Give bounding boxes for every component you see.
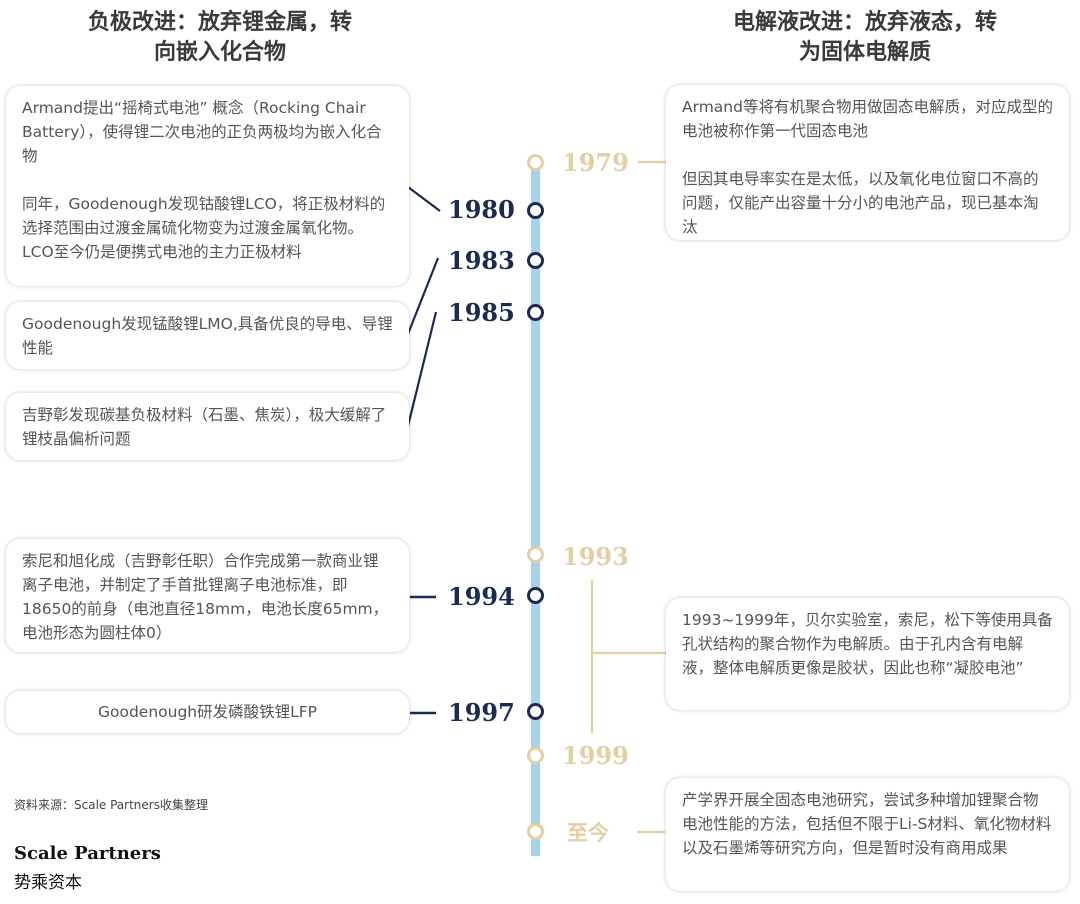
- card-now-solid-state: 产学界开展全固态电池研究，尝试多种增加锂聚合物电池性能的方法，包括但不限于Li-…: [666, 778, 1069, 891]
- year-1997: 1997: [448, 698, 515, 727]
- card-1997-lfp: Goodenough研发磷酸铁锂LFP: [6, 691, 409, 733]
- right-header-line-1: 电解液改进：放弃液态，转: [732, 10, 997, 35]
- card-1985-text: 吉野彰发现碳基负极材料（石墨、焦炭），极大缓解了锂枝晶偏析问题: [22, 406, 387, 448]
- card-1980-paragraph-1: Armand提出“摇椅式电池” 概念（Rocking Chair Battery…: [22, 99, 382, 165]
- left-header-line-2: 向嵌入化合物: [153, 40, 286, 65]
- right-column-header: 电解液改进：放弃液态，转 为固体电解质: [665, 8, 1065, 68]
- year-1985: 1985: [448, 298, 515, 327]
- year-1994: 1994: [448, 582, 515, 611]
- connector-1983: [406, 257, 440, 335]
- left-header-line-1: 负极改进：放弃锂金属，转: [87, 10, 352, 35]
- year-now: 至今: [567, 821, 609, 845]
- node-1979: [527, 154, 544, 171]
- card-1985-carbon-anode: 吉野彰发现碳基负极材料（石墨、焦炭），极大缓解了锂枝晶偏析问题: [6, 393, 409, 460]
- timeline-axis: [531, 168, 540, 856]
- card-1979-paragraph-2: 但因其电导率实在是太低，以及氧化电位窗口不高的问题，仅能产出容量十分小的电池产品…: [682, 170, 1039, 236]
- source-note: 资料来源：Scale Partners收集整理: [14, 798, 208, 812]
- card-1980-rocking-chair-lco: Armand提出“摇椅式电池” 概念（Rocking Chair Battery…: [6, 86, 409, 286]
- card-1997-text: Goodenough研发磷酸铁锂LFP: [97, 703, 318, 721]
- card-1993-1999-gel-battery: 1993~1999年，贝尔实验室，索尼，松下等使用具备孔状结构的聚合物作为电解质…: [666, 598, 1069, 710]
- year-1999: 1999: [562, 741, 629, 770]
- card-1993-1999-text: 1993~1999年，贝尔实验室，索尼，松下等使用具备孔状结构的聚合物作为电解质…: [682, 611, 1053, 677]
- card-1983-lmo: Goodenough发现锰酸锂LMO,具备优良的导电、导锂性能: [6, 302, 409, 369]
- right-header-line-2: 为固体电解质: [798, 40, 931, 65]
- year-1980: 1980: [448, 195, 515, 224]
- year-1993: 1993: [562, 542, 629, 571]
- card-1980-paragraph-2: 同年，Goodenough发现钴酸锂LCO，将正极材料的选择范围由过渡金属硫化物…: [22, 195, 386, 261]
- node-1985: [527, 304, 544, 321]
- node-1997: [527, 703, 544, 720]
- card-now-text: 产学界开展全固态电池研究，尝试多种增加锂聚合物电池性能的方法，包括但不限于Li-…: [682, 791, 1052, 857]
- node-1993: [527, 546, 544, 563]
- connector-1980: [407, 186, 441, 212]
- card-1994-sony-commercial: 索尼和旭化成（吉野彰任职）合作完成第一款商业锂离子电池，并制定了手首批锂离子电池…: [6, 539, 409, 652]
- left-column-header: 负极改进：放弃锂金属，转 向嵌入化合物: [20, 8, 420, 68]
- node-1999: [527, 747, 544, 764]
- node-1994: [527, 587, 544, 604]
- card-1983-text: Goodenough发现锰酸锂LMO,具备优良的导电、导锂性能: [22, 315, 393, 357]
- card-1979-paragraph-1: Armand等将有机聚合物用做固态电解质，对应成型的电池被称作第一代固态电池: [682, 98, 1053, 140]
- brand-name-chinese: 势乘资本: [14, 873, 82, 893]
- card-1979-polymer-electrolyte: Armand等将有机聚合物用做固态电解质，对应成型的电池被称作第一代固态电池 但…: [666, 85, 1069, 240]
- year-1979: 1979: [562, 148, 629, 177]
- brand-name-english: Scale Partners: [14, 843, 161, 864]
- connector-1985: [406, 311, 438, 427]
- node-1980: [527, 202, 544, 219]
- node-1983: [527, 252, 544, 269]
- card-1994-text: 索尼和旭化成（吉野彰任职）合作完成第一款商业锂离子电池，并制定了手首批锂离子电池…: [22, 552, 389, 642]
- node-now: [527, 823, 544, 840]
- year-1983: 1983: [448, 246, 515, 275]
